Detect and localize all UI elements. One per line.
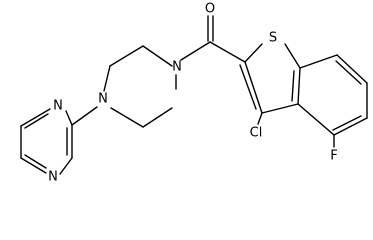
bond-pip-1	[142, 45, 173, 67]
bond-pym-1	[65, 110, 73, 126]
bond-thio-3b	[291, 70, 295, 102]
bond-c3-cl	[257, 112, 263, 125]
atom-labels: O S N N N N Cl F	[48, 2, 338, 185]
bond-pym-5	[59, 157, 73, 175]
bond-pym-2a	[20, 108, 51, 127]
atom-piperazine-n-right: N	[172, 60, 182, 75]
bond-pip-3	[103, 65, 111, 92]
atom-chlorine: Cl	[250, 126, 263, 141]
bond-benz-1	[299, 54, 338, 69]
bond-pym-4b	[24, 154, 47, 169]
bonds	[20, 15, 368, 175]
bond-thio-5b	[239, 64, 257, 110]
atom-piperazine-n-left: N	[98, 92, 108, 107]
atom-pyrimidine-n-top: N	[53, 99, 63, 114]
bond-thio-1	[244, 43, 263, 63]
bond-pip-4	[110, 107, 144, 128]
bond-benz-4b	[332, 115, 362, 131]
atom-oxygen: O	[205, 2, 215, 17]
bond-benz-2a	[336, 54, 368, 84]
bond-benz-4a	[333, 117, 368, 136]
bond-thio-4	[261, 103, 299, 114]
bond-pym-2b	[24, 113, 49, 129]
bond-thio-2	[284, 43, 301, 69]
bond-n-pyrimidine	[71, 106, 98, 126]
bond-pym-4a	[20, 157, 47, 174]
bond-pip-2	[109, 45, 144, 67]
bond-benz-2b	[335, 60, 362, 85]
molecule-diagram: O S N N N N Cl F	[20, 2, 368, 185]
atom-pyrimidine-n-bottom: N	[48, 170, 58, 185]
bond-carbonyl-c2	[209, 41, 246, 63]
atom-fluorine: F	[330, 149, 337, 164]
bond-carbonyl-n	[180, 41, 211, 61]
bond-pip-5	[142, 107, 173, 128]
bond-thio-5a	[244, 61, 263, 114]
atom-sulfur: S	[269, 31, 277, 46]
bond-benz-5	[297, 103, 335, 136]
bond-thio-3a	[297, 67, 301, 105]
molecule-svg: O S N N N N Cl F	[20, 2, 368, 185]
